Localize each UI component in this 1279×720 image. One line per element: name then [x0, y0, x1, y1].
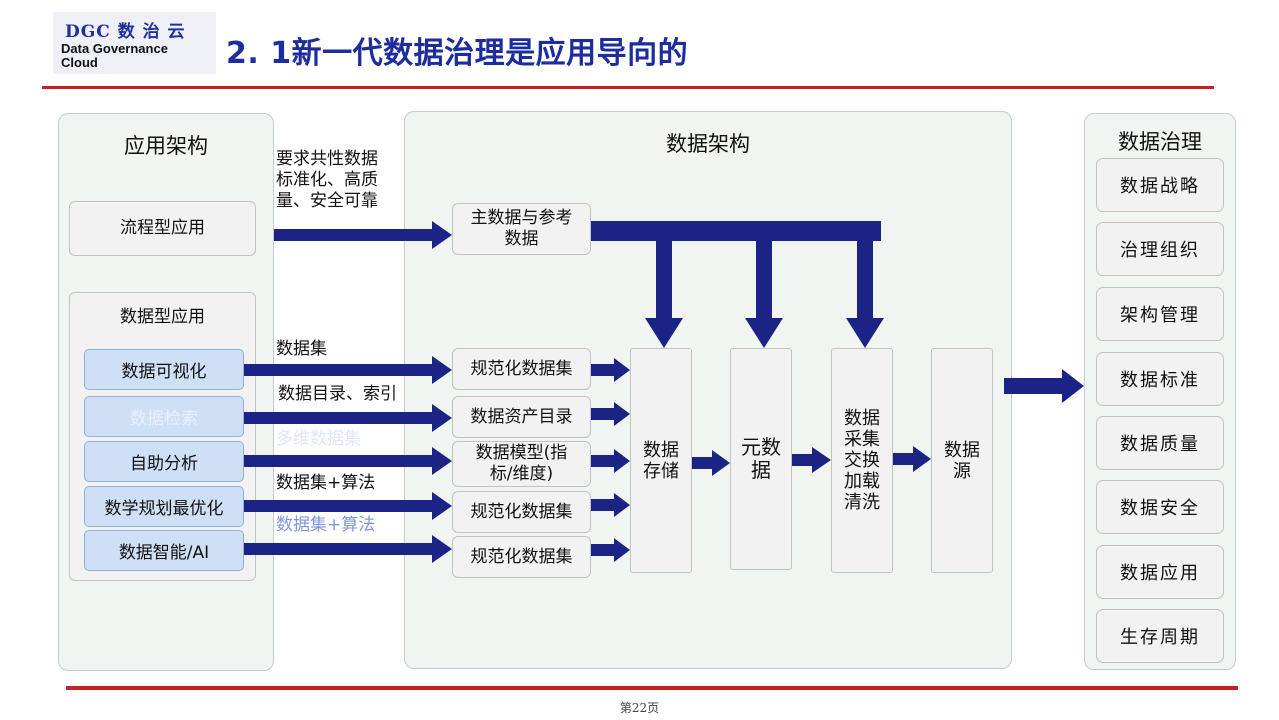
data-app-optimization: 数学规划最优化 — [84, 486, 244, 527]
brand-subtitle-line2: Cloud — [61, 55, 98, 70]
data-asset-catalog-box: 数据资产目录 — [452, 396, 591, 438]
data-app-ai: 数据智能/AI — [84, 530, 244, 571]
master-data-line1: 主数据与参考 — [470, 208, 573, 228]
data-source-column: 数据 源 — [931, 348, 993, 573]
requirement-line1: 要求共性数据 — [276, 149, 378, 169]
slide-title: 2. 1新一代数据治理是应用导向的 — [226, 36, 689, 71]
page-number: 第22页 — [619, 701, 660, 715]
gov-organization: 治理组织 — [1096, 222, 1224, 276]
data-source-line1: 数据 — [944, 439, 980, 461]
arrow-dataset3-to-storage — [591, 538, 630, 562]
etl-line4: 加载 — [844, 471, 880, 492]
arrow-optimization-to-dataset — [244, 492, 452, 520]
gov-data-strategy: 数据战略 — [1096, 158, 1224, 212]
arrow-catalog-to-storage — [591, 402, 630, 426]
arrow-ai-to-dataset — [244, 535, 452, 563]
data-app-visualization: 数据可视化 — [84, 349, 244, 390]
data-source-line2: 源 — [953, 460, 971, 482]
gov-architecture-mgmt: 架构管理 — [1096, 287, 1224, 341]
metadata-column: 元数 据 — [730, 348, 792, 570]
arrow-storage-to-metadata — [692, 450, 730, 476]
requirement-line3: 量、安全可靠 — [276, 191, 378, 211]
master-data-line2: 数据 — [504, 229, 539, 249]
arrow-model-to-storage — [591, 449, 630, 473]
data-app-self-service-analysis: 自助分析 — [84, 441, 244, 482]
arrow-metadata-to-etl — [792, 447, 831, 473]
data-app-search: 数据检索 — [84, 396, 244, 437]
gov-data-standards: 数据标准 — [1096, 352, 1224, 406]
data-model-line2: 标/维度) — [489, 464, 554, 484]
gov-data-application: 数据应用 — [1096, 545, 1224, 599]
requirement-line2: 标准化、高质 — [276, 170, 378, 190]
arrow-dataset1-to-storage — [591, 358, 630, 382]
arrow-down-to-etl — [846, 241, 884, 348]
process-app-box: 流程型应用 — [69, 201, 256, 256]
arrow-down-to-metadata — [745, 241, 783, 348]
label-catalog-index: 数据目录、索引 — [278, 384, 397, 404]
master-data-box: 主数据与参考 数据 — [452, 203, 591, 255]
etl-line3: 交换 — [844, 450, 880, 471]
label-dataset: 数据集 — [276, 339, 327, 359]
data-storage-line1: 数据 — [643, 439, 679, 461]
brand-subtitle-line1: Data Governance — [61, 41, 168, 56]
gov-data-quality: 数据质量 — [1096, 416, 1224, 470]
metadata-line2: 据 — [751, 458, 771, 482]
normalized-dataset-box-3: 规范化数据集 — [452, 536, 591, 578]
data-storage-line2: 存储 — [643, 460, 679, 482]
data-storage-column: 数据 存储 — [630, 348, 692, 573]
arrow-etl-to-source — [893, 446, 931, 472]
data-model-line1: 数据模型(指 — [475, 443, 568, 463]
footer-divider — [66, 686, 1238, 690]
etl-line5: 清洗 — [844, 492, 880, 513]
label-dataset-algorithm-1: 数据集+算法 — [276, 473, 376, 493]
etl-column: 数据 采集 交换 加载 清洗 — [831, 348, 893, 573]
brand-subtitle: Data Governance Cloud — [61, 42, 168, 70]
data-app-title: 数据型应用 — [120, 307, 205, 327]
data-governance-title: 数据治理 — [1118, 130, 1202, 154]
header-divider — [42, 86, 1214, 89]
gov-lifecycle: 生存周期 — [1096, 609, 1224, 663]
arrow-process-to-master — [274, 221, 452, 249]
label-dataset-algorithm-2: 数据集+算法 — [276, 515, 376, 535]
brand-logo: DGC 数 治 云 Data Governance Cloud — [53, 12, 216, 74]
metadata-line1: 元数 — [741, 435, 781, 459]
arrow-to-governance — [1004, 369, 1084, 403]
etl-line2: 采集 — [844, 429, 880, 450]
brand-name: DGC 数 治 云 — [65, 22, 186, 42]
master-connector-bar — [591, 221, 881, 241]
data-model-box: 数据模型(指 标/维度) — [452, 441, 591, 487]
app-architecture-title: 应用架构 — [124, 134, 208, 158]
arrow-visualization-to-dataset — [244, 356, 452, 384]
gov-data-security: 数据安全 — [1096, 480, 1224, 534]
arrow-analysis-to-model — [244, 447, 452, 475]
data-architecture-title: 数据架构 — [666, 132, 750, 156]
normalized-dataset-box-2: 规范化数据集 — [452, 491, 591, 533]
arrow-down-to-storage — [645, 241, 683, 348]
arrow-search-to-catalog — [244, 404, 452, 432]
etl-line1: 数据 — [844, 408, 880, 429]
arrow-dataset2-to-storage — [591, 493, 630, 517]
requirement-label: 要求共性数据 标准化、高质 量、安全可靠 — [276, 149, 378, 212]
label-multidim-dataset: 多维数据集 — [276, 429, 361, 449]
normalized-dataset-box-1: 规范化数据集 — [452, 348, 591, 390]
